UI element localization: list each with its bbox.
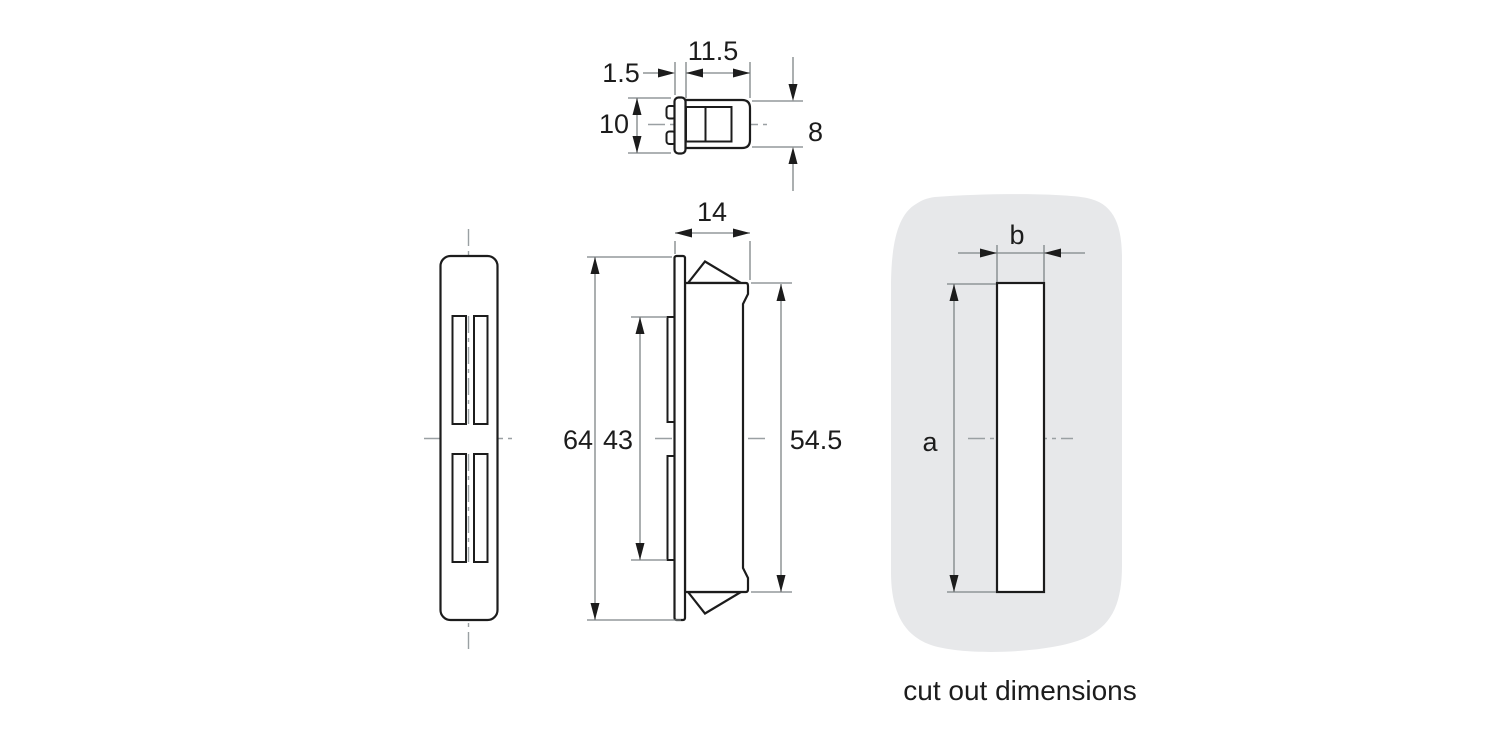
dim-label-overall-height: 64 [563, 425, 593, 455]
inner-cavity [685, 106, 733, 143]
arrowhead-down [949, 575, 959, 592]
housing-body-top [684, 98, 752, 150]
arrowhead-down [635, 543, 645, 560]
arrowhead-right [733, 68, 750, 78]
cutout-caption: cut out dimensions [903, 675, 1136, 706]
dim-label-cutout-height: a [922, 427, 938, 457]
mounting-flange [673, 254, 687, 622]
arrowhead-up [590, 257, 600, 274]
front-view [424, 229, 514, 649]
arrowhead-right [980, 248, 997, 258]
arrowhead-down [632, 136, 642, 153]
housing-body [683, 281, 750, 594]
dim-label-body-height: 54.5 [790, 425, 843, 455]
mounting-flange-top [673, 96, 687, 155]
dim-label-flange-width: 10 [599, 109, 629, 139]
arrowhead-down [788, 84, 798, 101]
snap-barb-top [685, 260, 745, 285]
arrowhead-up [776, 284, 786, 301]
side-view: 14 64 43 54.5 [563, 197, 843, 622]
arrowhead-down [590, 603, 600, 620]
arrowhead-left [675, 228, 692, 238]
dim-label-body-length: 11.5 [688, 36, 739, 66]
front-plate-outline [439, 254, 499, 622]
arrowhead-left [686, 68, 703, 78]
dim-label-tab-height: 43 [603, 425, 633, 455]
arrowhead-right [658, 68, 675, 78]
vent-slot-top-left [451, 315, 467, 425]
dim-label-flange-thickness: 1.5 [602, 58, 640, 88]
top-view: 1.5 11.5 10 8 [599, 36, 823, 191]
arrowhead-down [776, 575, 786, 592]
arrowhead-up [788, 147, 798, 164]
arrowhead-up [635, 317, 645, 334]
snap-barb-bottom [685, 590, 745, 615]
dim-label-cutout-width: b [1009, 220, 1024, 250]
cutout-opening [995, 281, 1046, 594]
arrowhead-left [1044, 248, 1061, 258]
cutout-view: b a cut out dimensions [891, 194, 1137, 706]
arrowhead-up [949, 284, 959, 301]
dim-label-body-width: 8 [808, 117, 823, 147]
arrowhead-up [632, 98, 642, 115]
vent-slot-top-right [473, 315, 489, 425]
vent-slot-bottom-right [473, 453, 489, 563]
vent-slot-bottom-left [451, 453, 467, 563]
arrowhead-right [733, 228, 750, 238]
dim-label-depth: 14 [697, 197, 727, 227]
